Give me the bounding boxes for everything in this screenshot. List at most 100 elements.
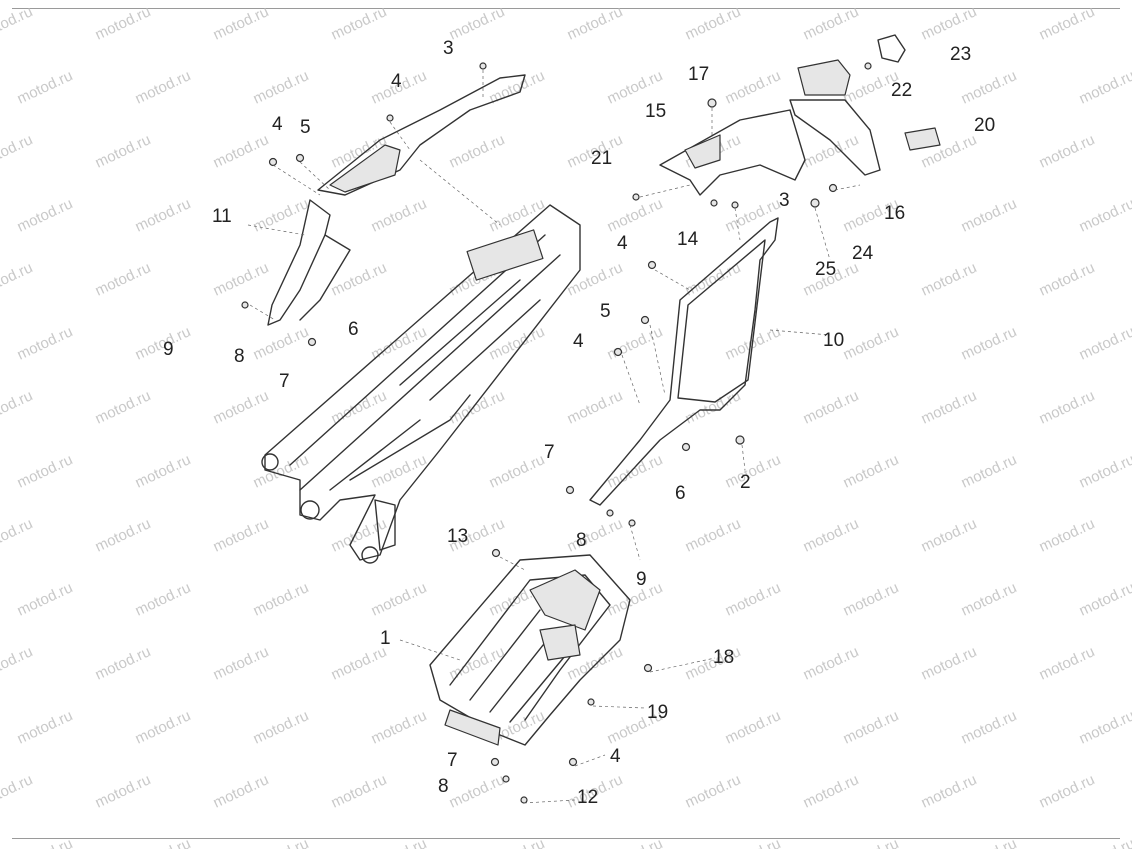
watermark-text: motod.ru [447,3,508,43]
watermark-text: motod.ru [959,67,1020,107]
callout-6: 6 [348,319,359,340]
top-border [12,8,1120,9]
callout-2: 2 [740,472,751,493]
watermark-text: motod.ru [329,3,390,43]
callout-12: 12 [577,787,598,808]
callout-5: 5 [600,301,611,322]
undertray [429,554,631,746]
rear-subframe [261,204,581,564]
bottom-border [12,838,1120,839]
watermark-text: motod.ru [133,579,194,619]
watermark-text: motod.ru [251,707,312,747]
watermark-text: motod.ru [683,771,744,811]
watermark-text: motod.ru [723,67,784,107]
watermark-text: motod.ru [605,835,666,849]
callout-4: 4 [610,746,621,767]
watermark-text: motod.ru [919,643,980,683]
watermark-text: motod.ru [0,515,35,555]
watermark-text: motod.ru [1077,323,1132,363]
watermark-text: motod.ru [0,3,35,43]
watermark-text: motod.ru [93,387,154,427]
watermark-text: motod.ru [251,195,312,235]
watermark-text: motod.ru [251,579,312,619]
callout-7: 7 [447,750,458,771]
watermark-text: motod.ru [841,451,902,491]
callout-17: 17 [688,64,709,85]
callout-19: 19 [647,702,668,723]
watermark-text: motod.ru [683,515,744,555]
watermark-text: motod.ru [841,707,902,747]
watermark-text: motod.ru [369,835,430,849]
callout-13: 13 [447,526,468,547]
watermark-text: motod.ru [1077,195,1132,235]
watermark-text: motod.ru [841,323,902,363]
watermark-text: motod.ru [0,387,35,427]
watermark-text: motod.ru [1037,515,1098,555]
watermark-text: motod.ru [959,707,1020,747]
callout-5: 5 [300,117,311,138]
watermark-text: motod.ru [1037,3,1098,43]
watermark-text: motod.ru [919,3,980,43]
watermark-text: motod.ru [1037,643,1098,683]
watermark-text: motod.ru [93,515,154,555]
watermark-text: motod.ru [329,771,390,811]
callout-7: 7 [279,371,290,392]
watermark-text: motod.ru [211,387,272,427]
watermark-text: motod.ru [15,323,76,363]
watermark-text: motod.ru [487,323,548,363]
callout-1: 1 [380,628,391,649]
callout-4: 4 [573,331,584,352]
watermark-text: motod.ru [1077,579,1132,619]
watermark-text: motod.ru [93,131,154,171]
callout-4: 4 [617,233,628,254]
watermark-text: motod.ru [93,259,154,299]
watermark-text: motod.ru [487,835,548,849]
watermark-text: motod.ru [211,3,272,43]
watermark-text: motod.ru [211,515,272,555]
watermark-text: motod.ru [841,835,902,849]
callout-14: 14 [677,229,699,250]
watermark-text: motod.ru [369,451,430,491]
watermark-text: motod.ru [919,387,980,427]
watermark-text: motod.ru [133,67,194,107]
watermark-text: motod.ru [369,707,430,747]
watermark-text: motod.ru [841,579,902,619]
watermark-layer: motod.ru motod.ru motod.ru motod.ru motod.ru… [0,3,1132,849]
watermark-text: motod.ru [1037,771,1098,811]
watermark-text: motod.ru [1037,259,1098,299]
watermark-text: motod.ru [211,643,272,683]
watermark-text: motod.ru [1077,451,1132,491]
watermark-text: motod.ru [919,259,980,299]
callout-18: 18 [713,647,734,668]
callout-25: 25 [815,259,836,280]
watermark-text: motod.ru [723,707,784,747]
watermark-text: motod.ru [565,515,626,555]
watermark-text: motod.ru [0,771,35,811]
watermark-text: motod.ru [801,515,862,555]
watermark-text: motod.ru [251,451,312,491]
watermark-text: motod.ru [1077,67,1132,107]
callout-16: 16 [884,203,905,224]
watermark-text: motod.ru [723,579,784,619]
callout-9: 9 [163,339,174,360]
watermark-text: motod.ru [15,451,76,491]
callout-labels: 3 4 4 5 11 9 8 7 6 17 15 21 23 22 20 3 1… [163,38,995,808]
callout-6: 6 [675,483,686,504]
watermark-text: motod.ru [369,579,430,619]
watermark-text: motod.ru [133,707,194,747]
watermark-text: motod.ru [605,323,666,363]
callout-8: 8 [576,530,587,551]
leader-lines [247,70,861,804]
watermark-text: motod.ru [565,387,626,427]
watermark-text: motod.ru [801,387,862,427]
watermark-text: motod.ru [15,835,76,849]
watermark-text: motod.ru [15,195,76,235]
tail-bracket [659,34,941,196]
watermark-text: motod.ru [15,579,76,619]
watermark-text: motod.ru [959,195,1020,235]
watermark-text: motod.ru [211,131,272,171]
watermark-text: motod.ru [959,451,1020,491]
watermark-text: motod.ru [0,259,35,299]
right-side-panel [589,217,779,506]
